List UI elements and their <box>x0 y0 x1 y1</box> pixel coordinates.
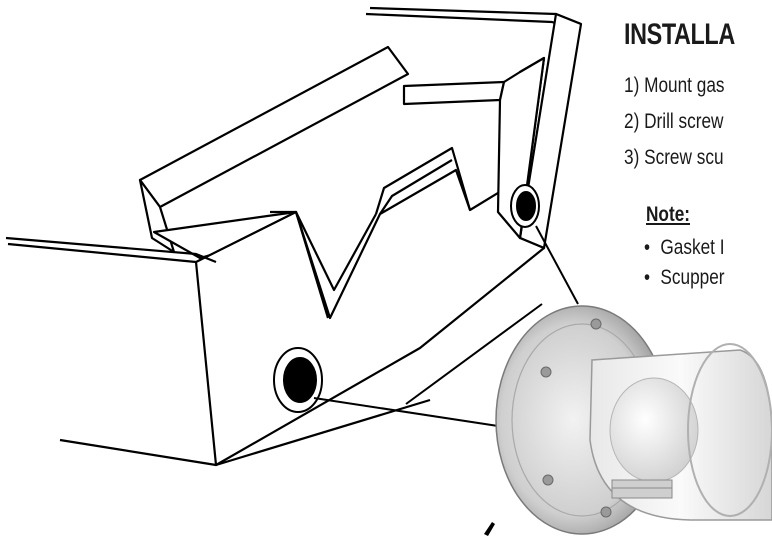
scupper-holes <box>273 184 540 413</box>
note-item-text: Scupper <box>660 266 725 289</box>
front-panel <box>194 56 546 467</box>
bullet-icon: • <box>644 236 651 259</box>
step-2: 2) Drill screw <box>624 110 724 133</box>
scupper-valve-photo <box>495 305 772 535</box>
step-3: 3) Screw scu <box>624 146 724 169</box>
inner-back-board <box>138 45 410 209</box>
note-heading: Note: <box>646 203 691 226</box>
step-1: 1) Mount gas <box>624 74 725 97</box>
note-item-text: Gasket I <box>660 236 725 259</box>
valve-ball <box>609 377 699 483</box>
callout-lines <box>313 225 579 427</box>
gunwale-left <box>5 236 217 264</box>
scupper-hole-left <box>283 357 317 403</box>
note-item: • Scupper <box>644 266 725 290</box>
keel-line <box>59 438 217 467</box>
installation-heading: INSTALLA <box>624 18 735 51</box>
note-item: • Gasket I <box>644 236 725 260</box>
scupper-hole-right <box>516 191 536 221</box>
bullet-icon: • <box>644 266 651 289</box>
